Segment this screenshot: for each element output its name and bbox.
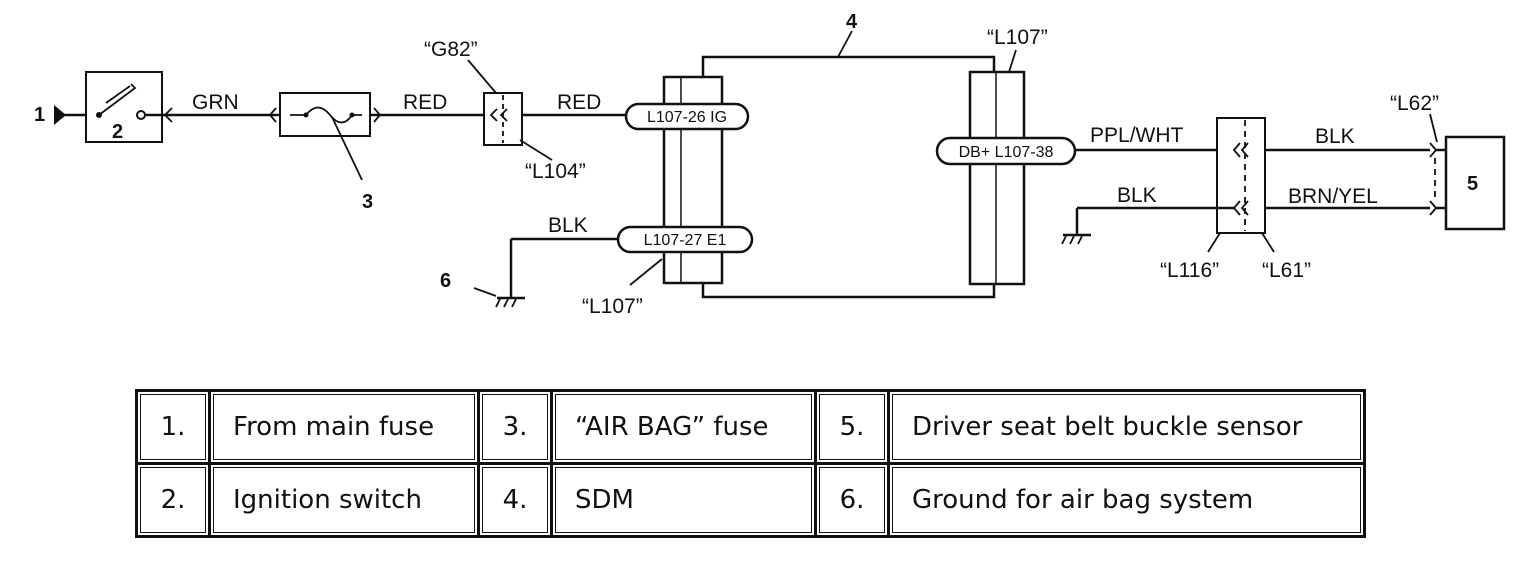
ignition-switch (85, 71, 163, 143)
callout-3: 3 (362, 191, 373, 213)
callout-5: 5 (1467, 173, 1478, 195)
wire-label-red-1: RED (403, 91, 447, 114)
sdm-module (629, 30, 1026, 299)
legend-number: 4. (477, 462, 553, 538)
connector-g82-l104 (467, 59, 553, 161)
wire-label-brn-yel: BRN/YEL (1288, 185, 1378, 208)
ground-wire-blk (1061, 206, 1234, 245)
wire-label-ppl-wht: PPL/WHT (1090, 124, 1184, 147)
main-fuse-terminal-icon (54, 105, 86, 125)
pin-label-db: DB+ L107-38 (959, 144, 1054, 161)
connector-arrow-icon (163, 107, 173, 123)
callout-4: 4 (846, 11, 858, 33)
legend-number: 6. (814, 462, 890, 538)
wiring-diagram: 1 2 GRN 3 RED “G82” “L104” RED (34, 11, 1506, 318)
pin-badge-ig (624, 102, 750, 131)
connector-label-l62: “L62” (1390, 92, 1439, 115)
air-bag-fuse (268, 92, 382, 181)
wire-label-grn: GRN (192, 91, 239, 114)
connector-l62 (1429, 113, 1438, 216)
ground-wire-e1 (509, 237, 618, 298)
legend-number: 2. (135, 462, 211, 538)
wire-label-red-2: RED (557, 91, 601, 114)
connector-label-l61: “L61” (1262, 259, 1311, 282)
pin-label-e1: L107-27 E1 (644, 232, 727, 249)
connector-label-l104: “L104” (525, 160, 586, 183)
legend-description: Ignition switch (208, 462, 480, 538)
connector-l116-l61 (1207, 117, 1275, 253)
callout-2: 2 (112, 121, 123, 143)
legend-table: 1. From main fuse 3. “AIR BAG” fuse 5. D… (135, 389, 1366, 538)
wire-label-blk-top: BLK (1315, 125, 1355, 148)
wire-label-blk-ground: BLK (548, 214, 588, 237)
connector-label-l116: “L116” (1160, 259, 1219, 282)
legend-number: 1. (135, 389, 211, 465)
connector-label-g82: “G82” (424, 38, 478, 61)
legend-number: 5. (814, 389, 890, 465)
legend-row: 1. From main fuse 3. “AIR BAG” fuse 5. D… (135, 389, 1366, 465)
ground-symbol-icon (473, 287, 525, 308)
legend-row: 2. Ignition switch 4. SDM 6. Ground for … (135, 462, 1366, 538)
callout-1: 1 (34, 104, 45, 126)
wire-label-blk-left: BLK (1117, 184, 1157, 207)
legend-number: 3. (477, 389, 553, 465)
legend-description: From main fuse (208, 389, 480, 465)
legend-description: “AIR BAG” fuse (550, 389, 817, 465)
legend-description: Ground for air bag system (887, 462, 1366, 538)
connector-label-l107-top: “L107” (987, 26, 1048, 49)
connector-label-l107-bottom: “L107” (582, 295, 643, 318)
pin-label-ig: L107-26 IG (647, 109, 727, 126)
callout-6: 6 (440, 270, 451, 292)
legend-description: Driver seat belt buckle sensor (887, 389, 1366, 465)
legend-description: SDM (550, 462, 817, 538)
seat-belt-buckle-sensor (1444, 135, 1506, 231)
